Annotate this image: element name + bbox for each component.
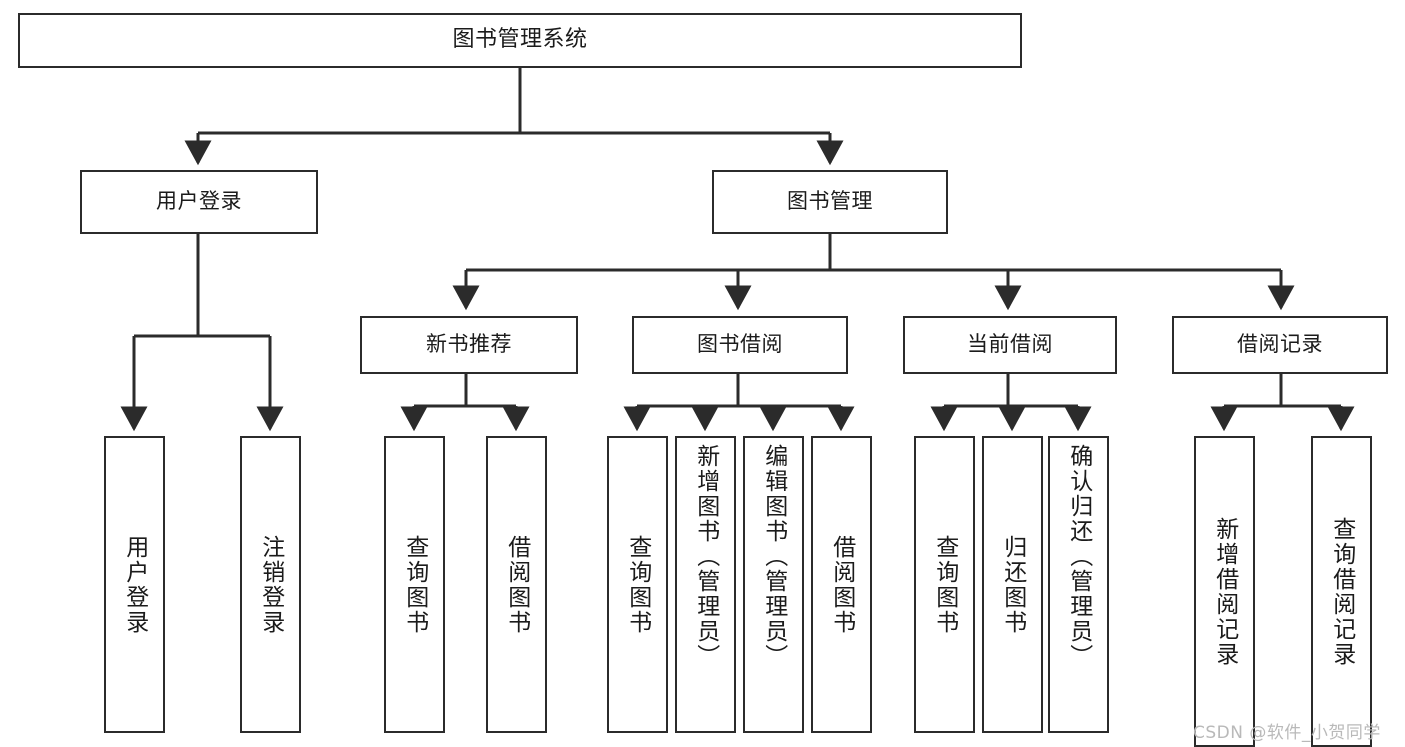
leaf-add-borrow-record[interactable]: 新增借阅记录 — [1194, 436, 1255, 747]
node-label: 查询图书 — [401, 534, 428, 635]
node-label: 用户登录 — [156, 189, 242, 214]
leaf-add-book-admin[interactable]: 新增图书（管理员） — [675, 436, 736, 733]
node-label: 图书借阅 — [697, 332, 783, 357]
node-label: 借阅记录 — [1237, 332, 1323, 357]
leaf-borrow-book[interactable]: 借阅图书 — [811, 436, 872, 733]
node-label: 新增图书（管理员） — [692, 444, 719, 669]
node-label: 新增借阅记录 — [1211, 516, 1238, 667]
leaf-query-book-borrow[interactable]: 查询图书 — [607, 436, 668, 733]
leaf-query-book-recommend[interactable]: 查询图书 — [384, 436, 445, 733]
node-user-login[interactable]: 用户登录 — [80, 170, 318, 234]
node-book-borrow[interactable]: 图书借阅 — [632, 316, 848, 374]
node-label: 确认归还（管理员） — [1065, 444, 1092, 669]
leaf-borrow-book-recommend[interactable]: 借阅图书 — [486, 436, 547, 733]
node-root-system[interactable]: 图书管理系统 — [18, 13, 1022, 68]
node-label: 借阅图书 — [503, 534, 530, 635]
leaf-return-book[interactable]: 归还图书 — [982, 436, 1043, 733]
node-label: 图书管理 — [787, 189, 873, 214]
node-label: 查询图书 — [931, 534, 958, 635]
csdn-watermark: CSDN @软件_小贺同学 — [1193, 723, 1381, 743]
node-label: 用户登录 — [121, 534, 148, 635]
node-label: 新书推荐 — [426, 332, 512, 357]
leaf-user-login[interactable]: 用户登录 — [104, 436, 165, 733]
node-label: 当前借阅 — [967, 332, 1053, 357]
node-label: 归还图书 — [999, 534, 1026, 635]
node-current-borrow[interactable]: 当前借阅 — [903, 316, 1117, 374]
node-label: 图书管理系统 — [452, 27, 588, 53]
leaf-logout[interactable]: 注销登录 — [240, 436, 301, 733]
node-book-management[interactable]: 图书管理 — [712, 170, 948, 234]
node-new-book-recommend[interactable]: 新书推荐 — [360, 316, 578, 374]
leaf-query-borrow-record[interactable]: 查询借阅记录 — [1311, 436, 1372, 747]
node-label: 编辑图书（管理员） — [760, 444, 787, 669]
node-label: 查询借阅记录 — [1328, 516, 1355, 667]
node-borrow-record[interactable]: 借阅记录 — [1172, 316, 1388, 374]
node-label: 注销登录 — [257, 534, 284, 635]
node-label: 借阅图书 — [828, 534, 855, 635]
leaf-confirm-return-admin[interactable]: 确认归还（管理员） — [1048, 436, 1109, 733]
leaf-edit-book-admin[interactable]: 编辑图书（管理员） — [743, 436, 804, 733]
leaf-query-book-current[interactable]: 查询图书 — [914, 436, 975, 733]
node-label: 查询图书 — [624, 534, 651, 635]
